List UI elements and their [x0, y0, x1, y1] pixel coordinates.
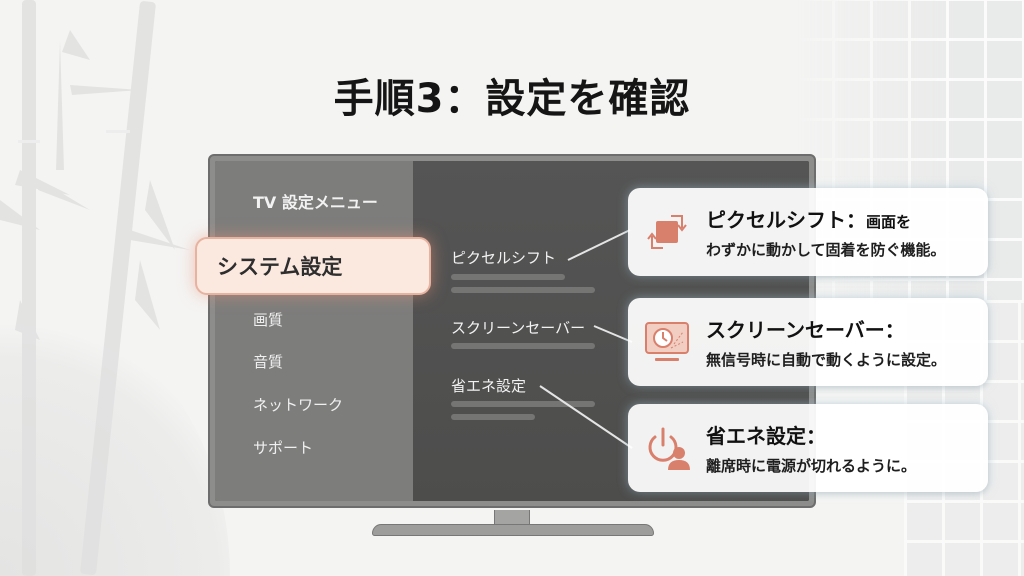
tv-menu-pane: TV 設定メニュー 画質 音質 ネットワーク サポート: [215, 161, 413, 501]
menu-item-system-settings-selected[interactable]: システム設定: [195, 237, 431, 295]
placeholder-bar: [451, 414, 535, 420]
tv-stand-base: [372, 524, 654, 536]
callout-title: スクリーンセーバー：: [706, 318, 905, 342]
placeholder-bar: [451, 343, 595, 349]
callout-pixel-shift: ピクセルシフト：画面を わずかに動かして固着を防ぐ機能。: [628, 188, 988, 276]
callout-description: わずかに動かして固着を防ぐ機能。: [706, 241, 946, 259]
menu-item-sound[interactable]: 音質: [253, 353, 284, 371]
pixel-shift-icon: [647, 215, 687, 249]
callout-title: ピクセルシフト：: [706, 208, 866, 232]
callout-screensaver: スクリーンセーバー： 無信号時に自動で動くように設定。: [628, 298, 988, 386]
menu-item-picture[interactable]: 画質: [253, 311, 284, 329]
callout-title: 省エネ設定：: [706, 424, 826, 448]
menu-item-network[interactable]: ネットワーク: [253, 396, 344, 414]
page-title: 手順3：設定を確認: [333, 76, 691, 122]
callout-description: 離席時に電源が切れるように。: [706, 457, 917, 475]
placeholder-bar: [451, 287, 595, 293]
callout-title-inline: 画面を: [866, 213, 912, 231]
power-user-icon: [648, 427, 690, 470]
setting-pixel-shift[interactable]: ピクセルシフト: [451, 249, 557, 267]
menu-item-support[interactable]: サポート: [253, 439, 314, 457]
screensaver-icon: [645, 322, 689, 361]
callout-energy-saving: 省エネ設定： 離席時に電源が切れるように。: [628, 404, 988, 492]
placeholder-bar: [451, 274, 565, 280]
tv-menu-heading: TV 設定メニュー: [253, 193, 378, 212]
setting-screensaver[interactable]: スクリーンセーバー: [451, 319, 586, 337]
bamboo-decoration: [0, 0, 190, 576]
setting-energy-saving[interactable]: 省エネ設定: [451, 377, 527, 395]
callout-description: 無信号時に自動で動くように設定。: [706, 351, 947, 369]
placeholder-bar: [451, 401, 595, 407]
